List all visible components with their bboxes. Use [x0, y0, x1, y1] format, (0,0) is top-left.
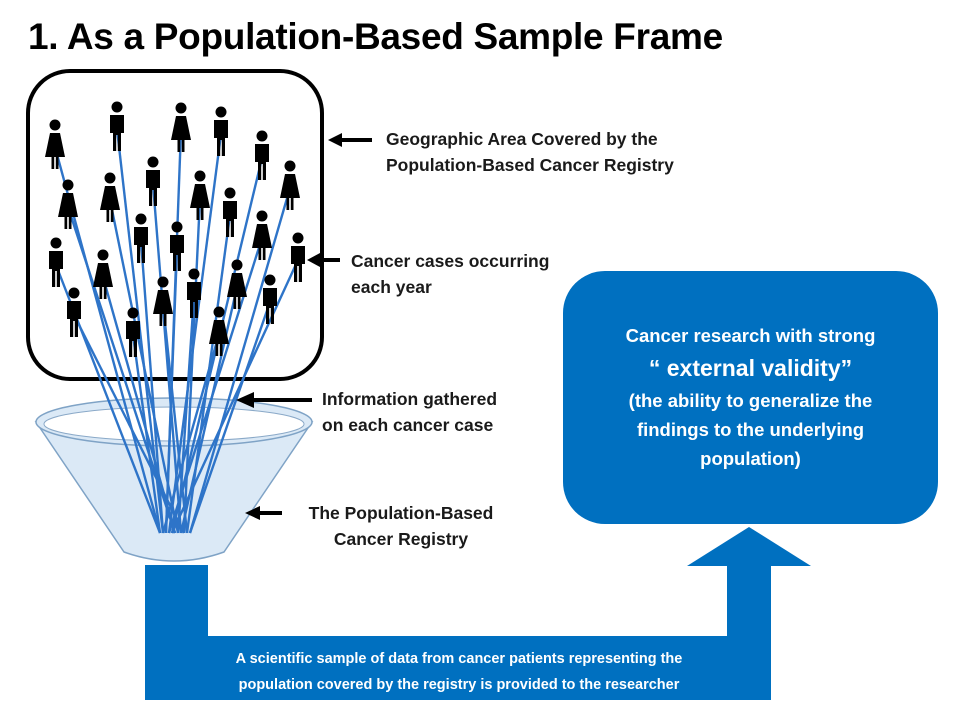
- cancer-cases-label-line2: each year: [351, 277, 432, 297]
- person-female-icon: [209, 306, 229, 356]
- geographic-area-label: Geographic Area Covered by the Populatio…: [386, 126, 746, 178]
- arrow-bottom-bar: [145, 636, 771, 700]
- page-title: 1. As a Population-Based Sample Frame: [28, 16, 723, 57]
- person-male-icon: [187, 268, 201, 318]
- person-female-icon: [280, 160, 300, 210]
- person-female-icon: [153, 276, 173, 326]
- information-ray: [151, 183, 183, 534]
- information-ray: [161, 303, 189, 534]
- person-female-icon: [100, 172, 120, 222]
- person-male-icon: [291, 232, 305, 282]
- geographic-area-label-line1: Geographic Area Covered by the: [386, 129, 658, 149]
- information-rays: [53, 128, 300, 534]
- funnel-icon: [34, 397, 314, 562]
- information-label-line1: Information gathered: [322, 389, 498, 409]
- person-female-icon: [93, 249, 113, 299]
- cancer-cases-label-line1: Cancer cases occurring: [351, 251, 550, 271]
- person-male-icon: [255, 130, 269, 180]
- person-female-icon: [252, 210, 272, 260]
- information-ray: [167, 133, 223, 534]
- registry-label-line1: The Population-Based: [308, 503, 494, 523]
- information-pointer-arrow-icon: [236, 392, 312, 408]
- person-female-icon: [190, 170, 210, 220]
- geographic-area-box: [26, 69, 324, 381]
- cancer-cases-label: Cancer cases occurring each year: [351, 248, 591, 300]
- registry-label: The Population-Based Cancer Registry: [276, 500, 526, 552]
- arrow-right-stem: [727, 566, 771, 700]
- information-ray: [188, 187, 292, 534]
- person-female-icon: [227, 259, 247, 309]
- geographic-pointer-arrow-icon: [328, 133, 372, 147]
- cases-pointer-arrow-icon: [307, 253, 340, 267]
- information-ray: [108, 199, 180, 534]
- research-box-line5: population): [700, 448, 801, 469]
- person-male-icon: [214, 106, 228, 156]
- person-male-icon: [126, 307, 140, 357]
- information-ray: [176, 295, 196, 534]
- bottom-arrow-text: A scientific sample of data from cancer …: [150, 646, 768, 698]
- person-male-icon: [67, 287, 81, 337]
- person-male-icon: [223, 187, 237, 237]
- registry-label-line2: Cancer Registry: [333, 529, 469, 549]
- person-male-icon: [49, 237, 63, 287]
- person-male-icon: [134, 213, 148, 263]
- research-box: Cancer research with strong “ external v…: [563, 271, 938, 524]
- information-ray: [131, 334, 162, 534]
- information-label-line2: on each cancer case: [322, 415, 494, 435]
- bottom-arrow: [145, 527, 811, 700]
- information-ray: [161, 333, 221, 534]
- information-ray: [72, 314, 186, 534]
- person-male-icon: [146, 156, 160, 206]
- person-female-icon: [58, 179, 78, 229]
- arrow-head-icon: [687, 527, 811, 566]
- information-ray: [179, 286, 239, 534]
- person-female-icon: [45, 119, 65, 169]
- bottom-arrow-text-line2: population covered by the registry is pr…: [238, 677, 680, 693]
- person-female-icon: [171, 102, 191, 152]
- person-male-icon: [110, 101, 124, 151]
- research-box-line2: “ external validity”: [648, 355, 853, 381]
- pointer-arrows: [236, 133, 372, 520]
- population-people: [45, 101, 305, 357]
- person-male-icon: [263, 274, 277, 324]
- person-male-icon: [170, 221, 184, 271]
- geographic-area-label-line2: Population-Based Cancer Registry: [386, 155, 674, 175]
- registry-pointer-arrow-icon: [245, 506, 282, 520]
- research-box-line4: findings to the underlying: [636, 419, 865, 440]
- information-ray: [188, 301, 272, 534]
- research-box-line3: (the ability to generalize the: [628, 390, 873, 411]
- information-label: Information gathered on each cancer case: [322, 386, 562, 438]
- research-box-line1: Cancer research with strong: [625, 325, 876, 346]
- bottom-arrow-text-line1: A scientific sample of data from cancer …: [235, 651, 683, 667]
